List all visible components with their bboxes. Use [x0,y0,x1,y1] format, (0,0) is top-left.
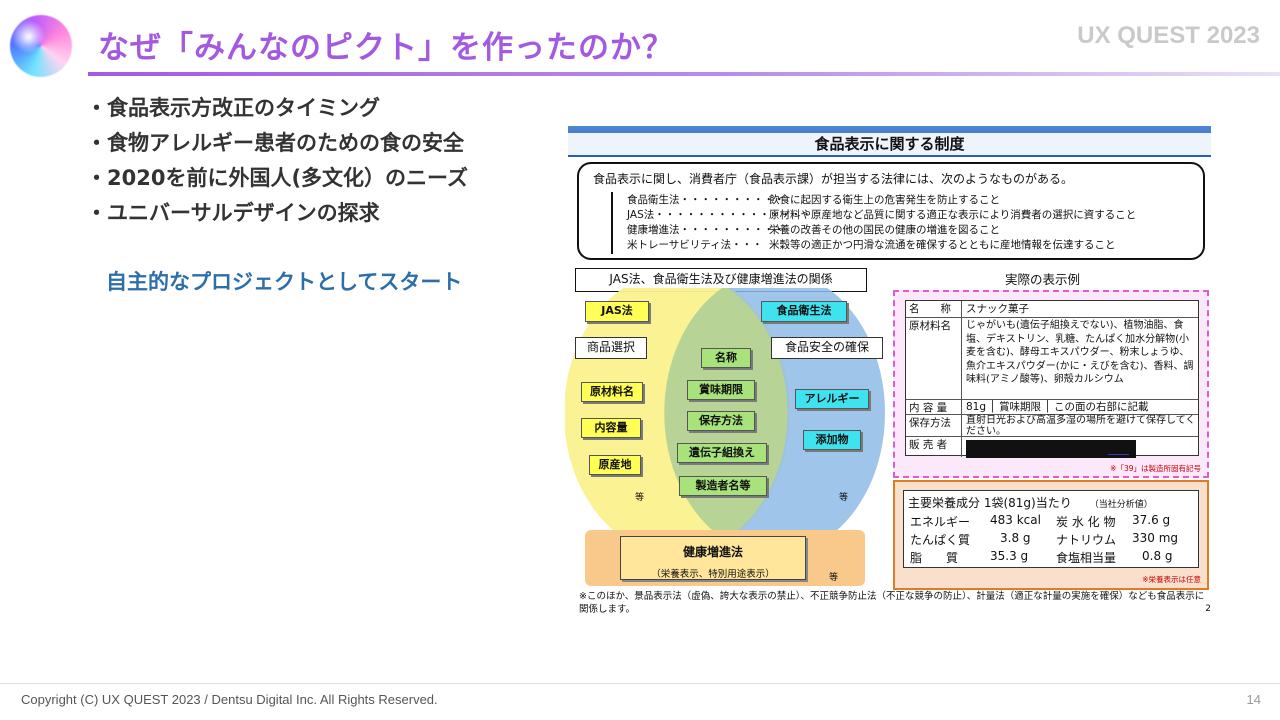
nutrition-footnote: ※栄養表示は任意 [1142,575,1201,584]
food-labeling-figure: 食品表示に関する制度 食品表示に関し、消費者庁（食品表示課）が担当する法律には、… [565,126,1213,616]
venn-item-right: 添加物 [803,430,861,450]
label-value: 直射日光および高温多湿の場所を避けて保存してください。 [966,415,1196,437]
copyright: Copyright (C) UX QUEST 2023 / Dentsu Dig… [21,692,438,707]
bullet-item: 2020を前に外国人(多文化）のニーズ [86,163,468,198]
logo-orb [10,15,72,77]
figure-title-bar: 食品表示に関する制度 [568,126,1211,157]
nutrient-name: 食塩相当量 [1056,551,1117,565]
start-text: 自主的なプロジェクトとしてスタート [106,270,463,294]
nutrient-name: エネルギー [910,515,971,529]
nutrient-name: 炭 水 化 物 [1056,515,1116,529]
nutrient-value: 0.8 g [1142,549,1173,563]
venn-item-center: 保存方法 [687,411,755,431]
label-key: 原材料名 [906,318,962,399]
label-key: 保存方法 [906,415,962,436]
brand-logo: UX QUEST 2023 [1077,22,1260,49]
label-row: 販 売 者 39 [906,437,1198,458]
example-title: 実際の表示例 [1005,272,1081,287]
label-row: 内 容 量 81g │ 賞味期限 │ この面の右部に記載 [906,400,1198,415]
example-label-box: 名 称 スナック菓子 原材料名 じゃがいも(遺伝子組換えでない)、植物油脂、食塩… [893,290,1209,478]
nutrition-heading: 主要栄養成分 1袋(81g)当たり （当社分析値） [908,494,1153,511]
venn-item-left: 原産地 [589,455,641,475]
nutrient-value: 483 kcal [990,513,1041,527]
law-name: 食品衛生法・・・・・・・・・・ [627,194,785,206]
example-label-table: 名 称 スナック菓子 原材料名 じゃがいも(遺伝子組換えでない)、植物油脂、食塩… [905,300,1199,458]
label-value: スナック菓子 [966,303,1029,315]
law-lead: 食品表示に関し、消費者庁（食品表示課）が担当する法律には、次のようなものがある。 [593,172,1074,186]
figure-title: 食品表示に関する制度 [568,133,1211,155]
law-desc: 米穀等の適正かつ円滑な流通を確保するとともに産地情報を伝達すること [769,239,1116,251]
nutrition-source: （当社分析値） [1089,500,1153,510]
law-row: 食品衛生法・・・・・・・・・・飲食に起因する衛生上の危害発生を防止すること [627,192,1199,207]
law-desc: 飲食に起因する衛生上の危害発生を防止すること [769,194,1000,206]
nutrient-name: ナトリウム [1056,533,1117,547]
nutrient-value: 3.8 g [1000,531,1031,545]
law-name: 健康増進法・・・・・・・・・・ [627,224,785,236]
label-key: 内 容 量 [906,400,962,414]
nutrition-table: 主要栄養成分 1袋(81g)当たり（当社分析値） エネルギー 483 kcal … [903,490,1199,568]
venn-item-center: 製造者名等 [679,476,767,496]
venn-item-right: アレルギー [795,389,869,409]
venn-etc: 等 [635,493,645,503]
label-row: 名 称 スナック菓子 [906,301,1198,318]
law-row: 米トレーサビリティ法・・・米穀等の適正かつ円滑な流通を確保するとともに産地情報を… [627,237,1199,252]
plant-code: 39 [1108,439,1129,457]
venn-etc: 等 [829,573,839,583]
venn-item-center: 遺伝子組換え [677,443,767,463]
bullet-item: 食物アレルギー患者のための食の安全 [86,128,468,163]
bullet-list: 食品表示方改正のタイミング 食物アレルギー患者のための食の安全 2020を前に外… [86,93,468,233]
venn-label-shohin: 商品選択 [575,337,647,359]
label-value: じゃがいも(遺伝子組換えでない)、植物油脂、食塩、デキストリン、乳糖、たんぱく加… [966,320,1194,385]
label-value: 81g │ 賞味期限 │ この面の右部に記載 [966,401,1149,413]
example-footnote: ※「39」は製造所固有記号 [1110,464,1201,473]
nutrient-name: たんぱく質 [910,533,971,547]
label-key: 名 称 [906,301,962,317]
label-key: 販 売 者 [906,437,962,457]
law-row: JAS法・・・・・・・・・・・・・・・原材料や原産地など品質に関する適正な表示に… [627,207,1199,222]
nutrient-name: 脂 質 [910,551,959,565]
page-number: 14 [1246,692,1261,707]
nutrition-box: 主要栄養成分 1袋(81g)当たり（当社分析値） エネルギー 483 kcal … [893,480,1209,590]
bullet-item: ユニバーサルデザインの探求 [86,198,468,233]
law-row: 健康増進法・・・・・・・・・・栄養の改善その他の国民の健康の増進を図ること [627,222,1199,237]
law-name: 米トレーサビリティ法・・・ [627,239,763,251]
law-box: 食品表示に関し、消費者庁（食品表示課）が担当する法律には、次のようなものがある。… [577,162,1205,260]
label-row: 原材料名 じゃがいも(遺伝子組換えでない)、植物油脂、食塩、デキストリン、乳糖、… [906,318,1198,400]
venn-item-center: 賞味期限 [687,380,755,400]
venn-label-eisei: 食品衛生法 [761,301,847,322]
venn-item-center: 名称 [701,348,751,368]
venn-etc: 等 [839,493,849,503]
title-underline [88,72,1280,76]
law-name: JAS法・・・・・・・・・・・・・・・ [627,209,812,221]
nutrition-title: 主要栄養成分 1袋(81g)当たり [908,496,1072,510]
nutrient-value: 35.3 g [990,549,1029,563]
venn-label-anzen: 食品安全の確保 [771,337,883,359]
health-law-sub: （栄養表示、特別用途表示） [651,569,775,580]
law-list: 食品衛生法・・・・・・・・・・飲食に起因する衛生上の危害発生を防止すること JA… [611,192,1199,254]
footer-divider [0,683,1280,684]
nutrient-value: 330 mg [1132,531,1179,545]
venn-item-left: 内容量 [581,418,641,438]
health-law-area: 健康増進法 （栄養表示、特別用途表示） 等 [585,530,865,586]
label-row: 保存方法 直射日光および高温多湿の場所を避けて保存してください。 [906,415,1198,437]
health-law-title: 健康増進法 [682,545,743,559]
venn-item-left: 原材料名 [581,382,643,402]
venn-label-jas: JAS法 [585,301,649,322]
redacted-block [966,440,1136,458]
nutrient-value: 37.6 g [1132,513,1171,527]
law-desc: 原材料や原産地など品質に関する適正な表示により消費者の選択に資すること [769,209,1137,221]
bullet-item: 食品表示方改正のタイミング [86,93,468,128]
slide-title: なぜ「みんなのピクト」を作ったのか？ [98,30,674,66]
figure-note: ※このほか、景品表示法（虚偽、誇大な表示の禁止）、不正競争防止法（不正な競争の防… [579,591,1205,615]
law-desc: 栄養の改善その他の国民の健康の増進を図ること [769,224,1000,236]
health-law-box: 健康増進法 （栄養表示、特別用途表示） [620,536,806,580]
figure-page-mark: 2 [1205,604,1211,614]
